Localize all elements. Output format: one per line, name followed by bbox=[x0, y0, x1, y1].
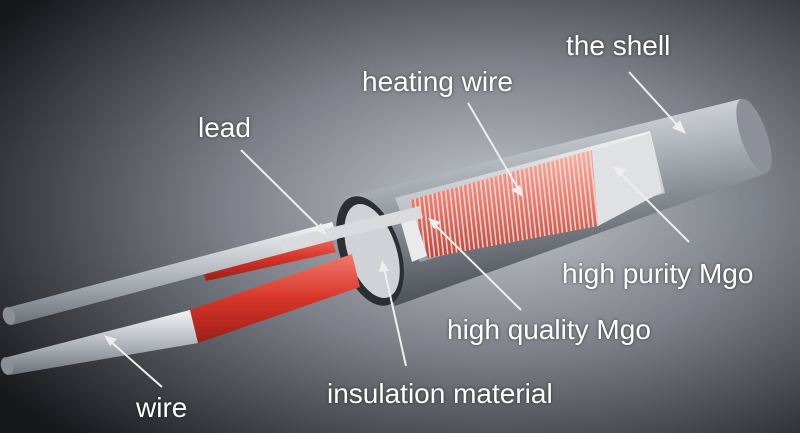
leader-lines bbox=[109, 71, 690, 388]
arrowhead-high-purity bbox=[613, 166, 626, 177]
label-wire: wire bbox=[136, 392, 188, 423]
label-insulation-material: insulation material bbox=[327, 378, 553, 409]
leader-high-quality bbox=[433, 223, 522, 311]
arrowhead-lead bbox=[314, 223, 327, 235]
shell-end-cap bbox=[736, 98, 772, 174]
lower-wire-sleeve bbox=[190, 254, 360, 343]
upper-wire-end bbox=[2, 307, 16, 325]
coil-turn bbox=[587, 150, 598, 258]
label-high-purity-mgo: high purity Mgo bbox=[562, 258, 754, 289]
arrowhead-heating-wire bbox=[511, 185, 523, 197]
label-high-quality-mgo: high quality Mgo bbox=[447, 314, 651, 345]
arrowhead-high-quality bbox=[428, 218, 441, 229]
upper-wire bbox=[6, 222, 338, 325]
leader-arrowheads bbox=[104, 120, 686, 346]
arrowhead-insulation bbox=[379, 260, 389, 272]
leader-high-purity bbox=[618, 171, 690, 243]
label-the-shell: the shell bbox=[566, 30, 671, 61]
leader-lead bbox=[240, 149, 323, 231]
arrowhead-wire bbox=[104, 335, 117, 346]
leader-heating-wire bbox=[467, 102, 520, 191]
label-heating-wire: heating wire bbox=[362, 66, 513, 97]
lead-rod bbox=[280, 206, 423, 252]
label-lead: lead bbox=[198, 112, 251, 143]
lower-wire-end bbox=[0, 357, 14, 375]
lower-wire bbox=[4, 310, 198, 375]
leader-wire bbox=[109, 340, 163, 388]
arrowhead-shell bbox=[672, 120, 686, 134]
leader-shell bbox=[628, 71, 681, 129]
leader-insulation bbox=[383, 267, 407, 367]
